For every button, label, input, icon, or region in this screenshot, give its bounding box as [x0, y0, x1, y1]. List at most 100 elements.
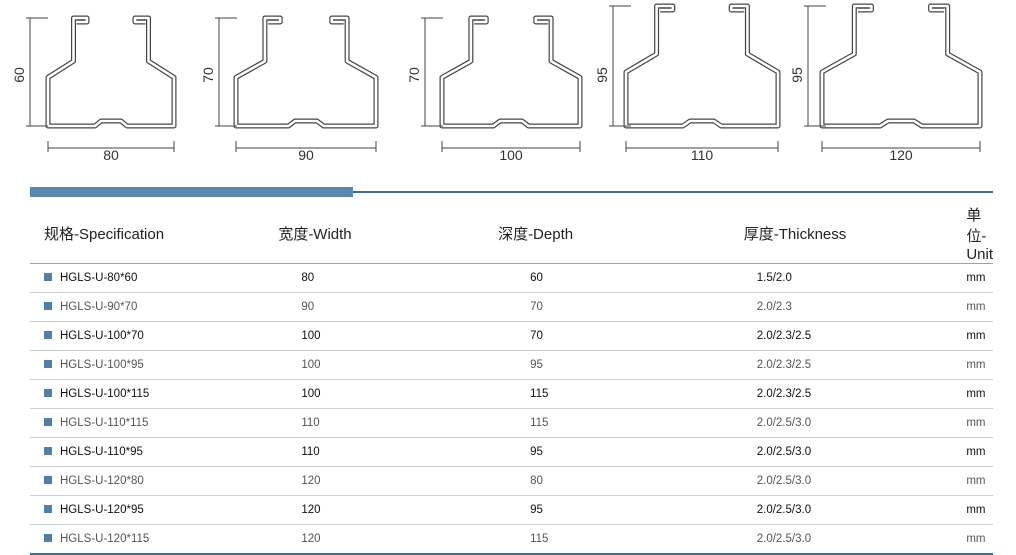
width-cell: 120 — [273, 466, 496, 496]
header-depth: 深度-Depth — [495, 204, 727, 264]
channel-outline-inner — [440, 16, 582, 128]
depth-cell: 95 — [495, 437, 727, 467]
table-row: HGLS-U-110*95 110 95 2.0/2.5/3.0 mm — [30, 437, 993, 467]
channel-outline-inner — [820, 4, 982, 128]
profile-drawing: 70 100 — [406, 15, 583, 163]
thickness-cell: 2.0/2.3/2.5 — [726, 321, 942, 351]
channel-outline — [623, 3, 781, 129]
bullet-square-icon — [44, 301, 52, 310]
header-band-accent — [30, 187, 353, 197]
width-cell: 100 — [273, 379, 496, 409]
width-cell: 100 — [273, 321, 496, 351]
width-label: 110 — [691, 147, 714, 163]
width-cell: 120 — [273, 495, 496, 525]
depth-label: 95 — [789, 67, 805, 83]
depth-cell: 95 — [495, 350, 727, 380]
thickness-cell: 2.0/2.3/2.5 — [726, 350, 942, 380]
depth-label: 70 — [406, 67, 422, 83]
channel-outline-inner — [234, 16, 378, 128]
unit-cell: mm — [941, 466, 993, 496]
spec-cell: HGLS-U-90*70 — [30, 292, 274, 322]
spec-cell: HGLS-U-120*80 — [30, 466, 274, 496]
spec-cell: HGLS-U-100*95 — [30, 350, 274, 380]
header-band — [30, 191, 993, 193]
spec-cell: HGLS-U-110*95 — [30, 437, 274, 467]
thickness-cell: 2.0/2.5/3.0 — [726, 495, 942, 525]
unit-cell: mm — [941, 263, 993, 293]
depth-cell: 95 — [495, 495, 727, 525]
thickness-cell: 2.0/2.5/3.0 — [726, 408, 942, 438]
depth-cell: 70 — [495, 321, 727, 351]
depth-label: 95 — [594, 67, 610, 83]
bullet-square-icon — [44, 417, 52, 426]
width-cell: 110 — [273, 408, 496, 438]
unit-cell: mm — [941, 379, 993, 409]
depth-label: 60 — [11, 67, 27, 83]
width-label: 120 — [889, 147, 913, 163]
profile-drawing: 70 90 — [200, 15, 379, 163]
spec-cell: HGLS-U-120*115 — [30, 524, 274, 555]
table-row: HGLS-U-110*115 110 115 2.0/2.5/3.0 mm — [30, 408, 993, 438]
spec-cell: HGLS-U-100*70 — [30, 321, 274, 351]
thickness-cell: 2.0/2.5/3.0 — [726, 524, 942, 555]
bullet-square-icon — [44, 388, 52, 397]
width-cell: 100 — [273, 350, 496, 380]
channel-outline-inner — [46, 16, 176, 128]
spec-cell: HGLS-U-80*60 — [30, 263, 274, 293]
unit-cell: mm — [941, 495, 993, 525]
channel-outline — [439, 15, 583, 129]
thickness-cell: 2.0/2.3/2.5 — [726, 379, 942, 409]
unit-cell: mm — [941, 408, 993, 438]
width-cell: 90 — [273, 292, 496, 322]
depth-cell: 115 — [495, 524, 727, 555]
table-row: HGLS-U-120*95 120 95 2.0/2.5/3.0 mm — [30, 495, 993, 525]
width-cell: 120 — [273, 524, 496, 555]
profile-drawing: 60 80 — [11, 15, 177, 163]
bullet-square-icon — [44, 359, 52, 368]
thickness-cell: 2.0/2.3 — [726, 292, 942, 322]
width-cell: 80 — [273, 263, 496, 293]
unit-cell: mm — [941, 524, 993, 555]
thickness-cell: 2.0/2.5/3.0 — [726, 466, 942, 496]
depth-label: 70 — [200, 67, 216, 83]
header-width: 宽度-Width — [273, 204, 496, 264]
width-cell: 110 — [273, 437, 496, 467]
bullet-square-icon — [44, 533, 52, 542]
spec-table: 规格-Specification 宽度-Width 深度-Depth 厚度-Th… — [30, 204, 993, 555]
thickness-cell: 2.0/2.5/3.0 — [726, 437, 942, 467]
depth-cell: 60 — [495, 263, 727, 293]
header-specification: 规格-Specification — [30, 204, 274, 264]
bullet-square-icon — [44, 446, 52, 455]
channel-outline-inner — [624, 4, 780, 128]
unit-cell: mm — [941, 437, 993, 467]
bullet-square-icon — [44, 504, 52, 513]
depth-cell: 115 — [495, 408, 727, 438]
bullet-square-icon — [44, 330, 52, 339]
width-label: 80 — [103, 147, 119, 163]
unit-cell: mm — [941, 321, 993, 351]
table-row: HGLS-U-120*115 120 115 2.0/2.5/3.0 mm — [30, 524, 993, 555]
table-row: HGLS-U-120*80 120 80 2.0/2.5/3.0 mm — [30, 466, 993, 496]
channel-outline — [45, 15, 177, 129]
header-unit: 单位-Unit — [941, 204, 993, 264]
header-thickness: 厚度-Thickness — [726, 204, 942, 264]
table-row: HGLS-U-90*70 90 70 2.0/2.3 mm — [30, 292, 993, 322]
spec-cell: HGLS-U-110*115 — [30, 408, 274, 438]
depth-cell: 80 — [495, 466, 727, 496]
depth-cell: 70 — [495, 292, 727, 322]
depth-cell: 115 — [495, 379, 727, 409]
channel-outline — [819, 3, 983, 129]
channel-outline — [233, 15, 379, 129]
table-row: HGLS-U-100*115 100 115 2.0/2.3/2.5 mm — [30, 379, 993, 409]
spec-cell: HGLS-U-100*115 — [30, 379, 274, 409]
table-row: HGLS-U-80*60 80 60 1.5/2.0 mm — [30, 263, 993, 293]
width-label: 90 — [298, 147, 314, 163]
table-header-row: 规格-Specification 宽度-Width 深度-Depth 厚度-Th… — [30, 204, 993, 264]
profile-drawing: 95 120 — [789, 3, 983, 163]
bullet-square-icon — [44, 475, 52, 484]
spec-cell: HGLS-U-120*95 — [30, 495, 274, 525]
unit-cell: mm — [941, 350, 993, 380]
width-label: 100 — [499, 147, 523, 163]
thickness-cell: 1.5/2.0 — [726, 263, 942, 293]
profile-diagram: 60 80 70 90 70 100 95 110 95 120 — [11, 3, 983, 163]
